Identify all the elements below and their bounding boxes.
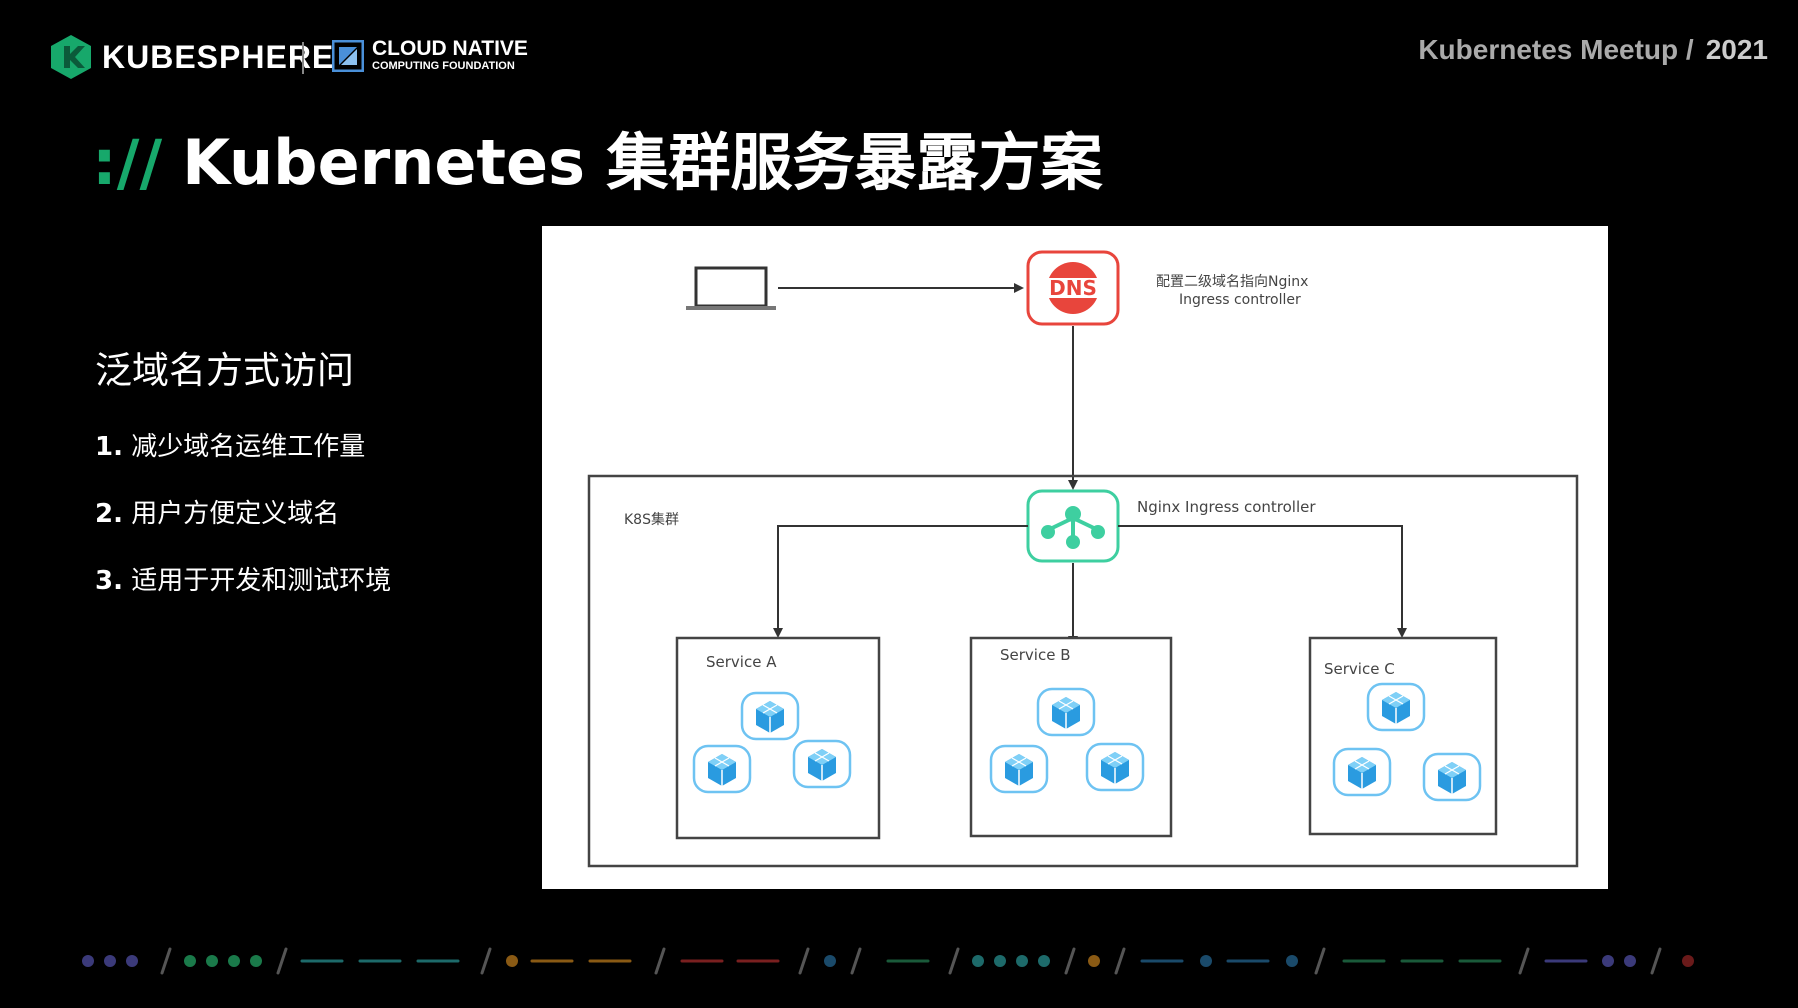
- kubesphere-icon: [51, 35, 91, 79]
- service-b-box: Service B: [969, 636, 1173, 838]
- event-label: Kubernetes Meetup / 2021: [1418, 34, 1768, 66]
- service-c-box: Service C: [1308, 636, 1498, 836]
- pod-icon: [1036, 687, 1096, 737]
- dns-icon: DNS: [1026, 250, 1120, 326]
- event-name: Kubernetes Meetup /: [1418, 34, 1694, 65]
- dns-text: DNS: [1049, 276, 1097, 300]
- nginx-ingress-icon: [1026, 489, 1120, 563]
- architecture-diagram: DNS 配置二级域名指向Nginx Ingress controller K8S…: [542, 226, 1608, 889]
- dns-note-line2: Ingress controller: [1179, 292, 1301, 308]
- pod-icon: [1366, 682, 1426, 732]
- cncf-logo: CLOUD NATIVE COMPUTING FOUNDATION: [332, 38, 528, 73]
- service-a-label: Service A: [706, 653, 777, 671]
- pod-icon: [1085, 742, 1145, 792]
- ingress-label: Nginx Ingress controller: [1137, 498, 1316, 516]
- service-c-label: Service C: [1324, 660, 1395, 678]
- k8s-cluster-box: [587, 474, 1579, 868]
- page-title: :// Kubernetes 集群服务暴露方案: [92, 112, 1103, 202]
- bullet-item: 1. 减少域名运维工作量: [95, 432, 366, 462]
- bullet-item: 3. 适用于开发和测试环境: [95, 566, 392, 596]
- title-prefix: ://: [92, 126, 163, 199]
- laptop-icon: [686, 266, 776, 310]
- pod-icon: [692, 744, 752, 794]
- dns-note-line1: 配置二级域名指向Nginx: [1156, 274, 1308, 290]
- pod-icon: [740, 691, 800, 741]
- cncf-subtitle: COMPUTING FOUNDATION: [372, 60, 515, 72]
- cncf-icon: [332, 39, 364, 72]
- pod-icon: [792, 739, 852, 789]
- title-text: Kubernetes 集群服务暴露方案: [182, 126, 1103, 199]
- cncf-title: CLOUD NATIVE: [372, 37, 528, 60]
- pod-icon: [1332, 747, 1392, 797]
- kubesphere-logo: KUBESPHERE: [50, 34, 334, 80]
- arrow-ingress-service-c: [1118, 525, 1407, 638]
- service-b-label: Service B: [1000, 646, 1071, 664]
- arrow-ingress-service-a: [773, 525, 1028, 638]
- event-year: 2021: [1705, 34, 1768, 65]
- cluster-label: K8S集群: [624, 511, 679, 528]
- logo-divider: [302, 42, 304, 74]
- service-a-box: Service A: [675, 636, 881, 840]
- section-subtitle: 泛域名方式访问: [95, 349, 354, 392]
- kubesphere-wordmark: KUBESPHERE: [102, 38, 335, 75]
- pod-icon: [1422, 752, 1482, 802]
- bullet-item: 2. 用户方便定义域名: [95, 499, 340, 529]
- pod-icon: [989, 744, 1049, 794]
- decorative-footer: [80, 943, 1720, 979]
